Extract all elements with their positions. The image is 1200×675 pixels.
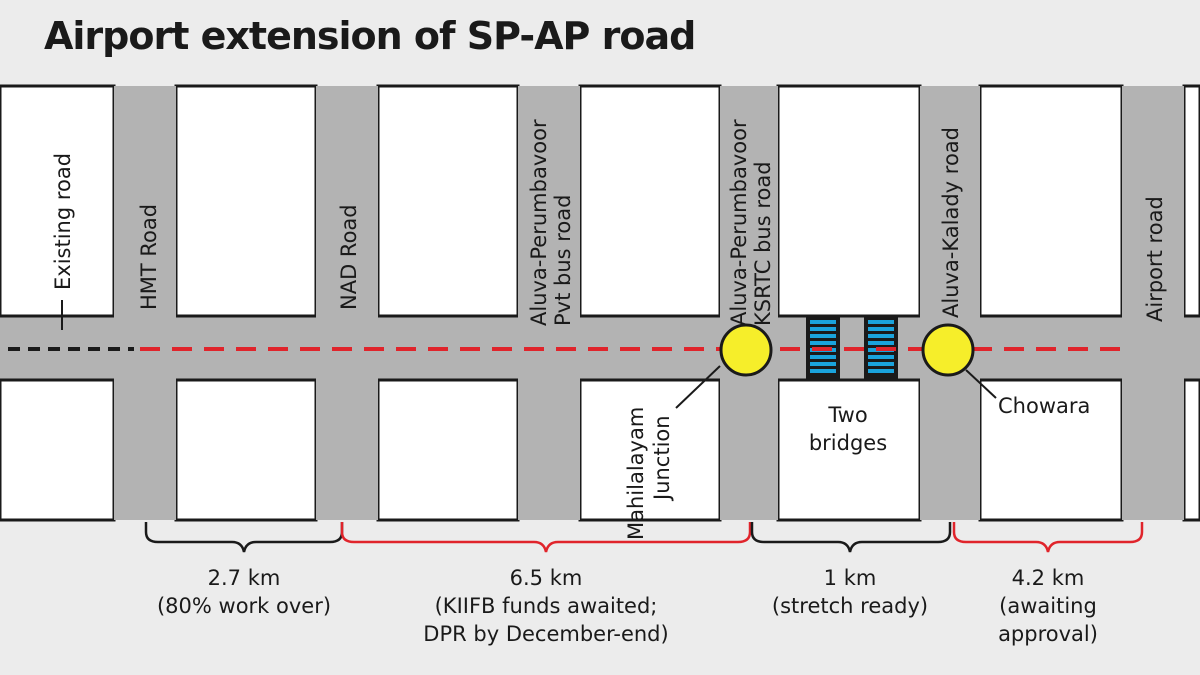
segment-4-note-1: (awaiting <box>999 594 1097 618</box>
airport-road <box>1122 86 1184 520</box>
bridge-stripe-1 <box>810 320 836 324</box>
page-title: Airport extension of SP-AP road <box>44 14 696 58</box>
city-block-13 <box>1182 84 1200 318</box>
ksrtc-bus-road <box>720 86 778 520</box>
pvt-bus-road-label-1: Aluva-Perumbavoor <box>527 119 551 326</box>
city-block-9 <box>776 84 922 318</box>
bridge-stripe-11 <box>868 334 894 338</box>
airport-road-label: Airport road <box>1143 196 1167 322</box>
existing-road-label: Existing road <box>51 153 75 290</box>
nad-road <box>316 86 378 520</box>
mahilalayam-pointer <box>675 365 721 409</box>
ksrtc-road-label-1: Aluva-Perumbavoor <box>727 119 751 326</box>
kalady-road <box>920 86 980 520</box>
bridge-stripe-2 <box>810 327 836 331</box>
bridge-stripe-12 <box>868 341 894 345</box>
bridge-stripe-9 <box>868 320 894 324</box>
pvt-bus-road <box>518 86 580 520</box>
bridge-stripe-14 <box>868 355 894 359</box>
segment-2-note-2: DPR by December-end) <box>423 622 668 646</box>
city-block-5 <box>376 84 520 318</box>
segment-3-note: (stretch ready) <box>772 594 928 618</box>
brace-segment-1 <box>144 522 344 553</box>
brace-segment-3 <box>750 522 952 553</box>
bridges-label-2: bridges <box>809 431 887 455</box>
bridge-stripe-3 <box>810 334 836 338</box>
bridge-stripe-4 <box>810 341 836 345</box>
bridge-stripe-6 <box>810 355 836 359</box>
segment-1-note: (80% work over) <box>157 594 331 618</box>
nad-road-label: NAD Road <box>337 204 361 310</box>
segment-4-note-2: approval) <box>998 622 1098 646</box>
city-blocks <box>0 80 1200 522</box>
pvt-bus-road-label-2: Pvt bus road <box>551 195 575 326</box>
segment-4-distance: 4.2 km <box>1012 566 1085 590</box>
chowara-label: Chowara <box>998 394 1090 418</box>
mahilalayam-label-1: Mahilalayam <box>624 407 648 540</box>
segment-braces <box>144 522 1144 553</box>
bridge-stripe-7 <box>810 362 836 366</box>
bridge-stripe-8 <box>810 369 836 373</box>
segment-2-note-1: (KIIFB funds awaited; <box>435 594 658 618</box>
city-block-3 <box>174 84 318 318</box>
kalady-road-label: Aluva-Kalady road <box>939 127 963 318</box>
brace-segment-2 <box>340 522 752 553</box>
bridges-label-1: Two <box>827 403 867 427</box>
mahilalayam-label-2: Junction <box>650 415 674 502</box>
bridge-stripe-16 <box>868 369 894 373</box>
city-block-14 <box>1182 378 1200 522</box>
brace-segment-4 <box>952 522 1144 553</box>
city-block-11 <box>978 84 1124 318</box>
hmt-road-label: HMT Road <box>137 204 161 310</box>
segment-3-distance: 1 km <box>824 566 877 590</box>
city-block-7 <box>578 84 722 318</box>
bridge-stripe-10 <box>868 327 894 331</box>
city-block-4 <box>174 378 318 522</box>
bridge-stripe-15 <box>868 362 894 366</box>
ksrtc-road-label-2: KSRTC bus road <box>751 161 775 326</box>
city-block-2 <box>0 378 116 522</box>
chowara-junction-marker <box>921 323 975 377</box>
city-block-6 <box>376 378 520 522</box>
hmt-road <box>114 86 176 520</box>
segment-2-distance: 6.5 km <box>510 566 583 590</box>
chowara-pointer <box>965 369 997 399</box>
segment-1-distance: 2.7 km <box>208 566 281 590</box>
mahilalayam-junction-marker <box>719 323 773 377</box>
